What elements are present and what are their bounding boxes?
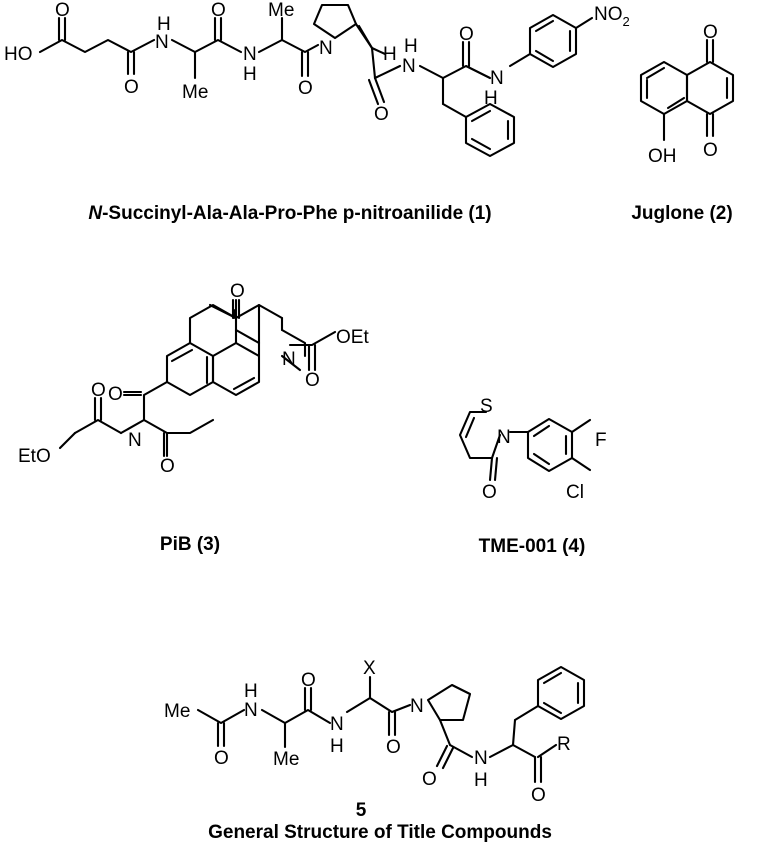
label-n: N	[243, 44, 257, 65]
compound-1-structure	[38, 3, 594, 158]
label-o: O	[160, 456, 175, 477]
label-o: O	[531, 785, 546, 806]
compound-4-structure	[458, 410, 592, 482]
compound-5-atom-labels: Me O N H Me O N H X O N O N H R O	[164, 658, 571, 806]
compound-3-atom-labels: O N OEt O O O N EtO O	[18, 281, 369, 477]
label-n: N	[128, 430, 142, 451]
compound-5-structure	[196, 665, 586, 784]
label-n: N	[497, 427, 511, 448]
label-o: O	[422, 769, 437, 790]
label-eto: EtO	[18, 446, 51, 467]
label-n: N	[490, 68, 504, 89]
label-h: H	[157, 14, 171, 35]
caption-compound-5-title: General Structure of Title Compounds	[208, 822, 552, 843]
label-n: N	[474, 748, 488, 769]
compound-1-atom-labels: HO O O N H Me O N H Me O N H N H O O N H…	[4, 0, 630, 125]
caption-text: -Succinyl-Ala-Ala-Pro-Phe p-nitroanilide…	[102, 203, 492, 224]
label-o: O	[298, 78, 313, 99]
caption-compound-1: N-Succinyl-Ala-Ala-Pro-Phe p-nitroanilid…	[20, 203, 560, 225]
label-n: N	[155, 32, 169, 53]
compound-3-structure	[58, 298, 337, 458]
caption-compound-2: Juglone (2)	[631, 203, 733, 224]
label-o: O	[386, 737, 401, 758]
compound-4-atom-labels: S N O F Cl	[480, 396, 607, 503]
label-n: N	[319, 38, 333, 59]
caption-italic-n: N	[88, 203, 103, 224]
label-n: N	[402, 56, 416, 77]
label-cl: Cl	[566, 482, 584, 503]
label-o: O	[703, 140, 718, 161]
compound-2-structure	[639, 38, 735, 142]
label-o: O	[459, 24, 474, 45]
label-h: H	[484, 88, 498, 109]
label-r: R	[557, 734, 571, 755]
label-h: H	[383, 44, 397, 65]
label-n: N	[282, 349, 296, 370]
label-ho: HO	[4, 44, 33, 65]
label-x: X	[363, 658, 376, 679]
label-o: O	[703, 22, 718, 43]
label-o: O	[55, 0, 70, 21]
label-h: H	[404, 36, 418, 57]
label-oh: OH	[648, 146, 677, 167]
caption-compound-3: PiB (3)	[159, 534, 221, 555]
label-o: O	[482, 482, 497, 503]
label-h: H	[243, 64, 257, 85]
caption-compound-5-number: 5	[355, 800, 367, 821]
label-o: O	[211, 0, 226, 21]
label-n: N	[410, 696, 424, 717]
label-o: O	[108, 384, 123, 405]
label-h: H	[330, 736, 344, 757]
label-o: O	[91, 380, 106, 401]
label-me: Me	[268, 0, 294, 21]
label-s: S	[480, 396, 493, 417]
compound-2-atom-labels: O O OH	[648, 22, 718, 167]
label-o: O	[301, 670, 316, 691]
label-f: F	[595, 430, 607, 451]
label-o: O	[214, 748, 229, 769]
label-me: Me	[182, 82, 208, 103]
label-n: N	[330, 714, 344, 735]
label-n: N	[244, 700, 258, 721]
label-o: O	[305, 370, 320, 391]
label-o: O	[230, 281, 245, 302]
label-me: Me	[164, 701, 190, 722]
label-o: O	[124, 77, 139, 98]
label-me: Me	[273, 749, 299, 770]
label-h: H	[474, 770, 488, 791]
label-no2: NO2	[594, 4, 630, 29]
label-oet: OEt	[336, 327, 369, 348]
label-h: H	[244, 681, 258, 702]
caption-compound-4: TME-001 (4)	[478, 536, 586, 557]
label-o: O	[374, 104, 389, 125]
